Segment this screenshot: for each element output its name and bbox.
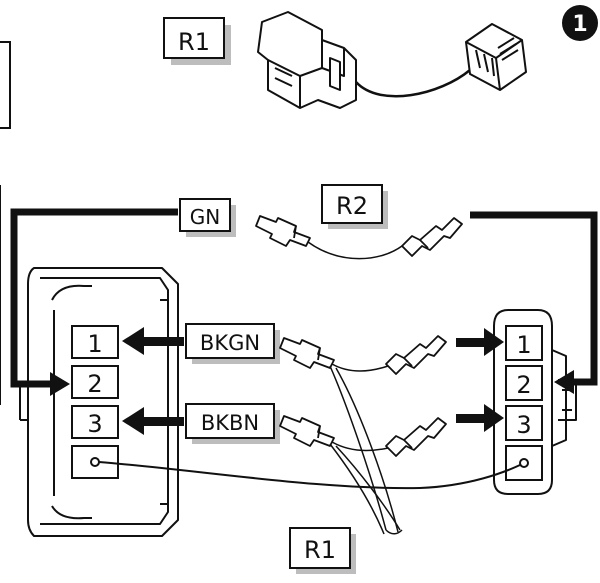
- gn-wire: [10, 208, 598, 388]
- left-pin-4-empty: [71, 445, 119, 479]
- right-pin-3-label: 3: [516, 411, 531, 439]
- left-frame-fragment: [0, 41, 11, 405]
- arrow-right-pin1: [456, 328, 504, 356]
- label-bkbn: BKBN: [185, 403, 280, 444]
- label-r1-top: R1: [163, 17, 231, 65]
- label-r1-top-text: R1: [178, 28, 210, 56]
- left-pin-3-label: 3: [87, 410, 102, 438]
- right-pin-1: 1: [505, 325, 543, 361]
- left-connector: [19, 267, 179, 537]
- top-connector-pair: [257, 11, 527, 109]
- gn-arrows: [50, 370, 574, 396]
- label-r2: R2: [321, 184, 388, 229]
- r1-terminals: [279, 335, 447, 457]
- left-pin-1: 1: [71, 325, 119, 359]
- pin4-through-wire: [98, 461, 521, 490]
- r1-wires: [329, 363, 403, 535]
- step-number: 1: [572, 12, 587, 37]
- label-r2-text: R2: [336, 192, 368, 220]
- arrow-left-pin1: [122, 327, 184, 355]
- arrow-gn-right-pin2: [554, 370, 574, 394]
- label-bkgn-text: BKGN: [200, 331, 260, 355]
- r2-terminals: [255, 215, 463, 260]
- right-pin-1-label: 1: [516, 331, 531, 359]
- arrow-right-pin3: [456, 404, 504, 432]
- right-pin-3: 3: [505, 405, 543, 441]
- label-gn: GN: [179, 198, 236, 237]
- right-pin-2: 2: [505, 365, 543, 401]
- left-pin-1-label: 1: [87, 330, 102, 358]
- right-pin-2-label: 2: [516, 371, 531, 399]
- left-pin-3: 3: [71, 405, 119, 439]
- right-connector: [493, 309, 577, 495]
- left-pin-2: 2: [71, 365, 119, 399]
- label-gn-text: GN: [190, 205, 220, 229]
- label-bkgn: BKGN: [185, 323, 280, 364]
- pin-arrows: [122, 327, 504, 435]
- label-bkbn-text: BKBN: [201, 411, 259, 435]
- right-pin-4-empty: [505, 445, 543, 481]
- label-r1-bottom: R1: [289, 527, 356, 574]
- arrow-left-pin3: [122, 407, 184, 435]
- step-badge: 1: [562, 5, 598, 41]
- left-pin-2-label: 2: [87, 370, 102, 398]
- label-r1-bottom-text: R1: [304, 536, 336, 564]
